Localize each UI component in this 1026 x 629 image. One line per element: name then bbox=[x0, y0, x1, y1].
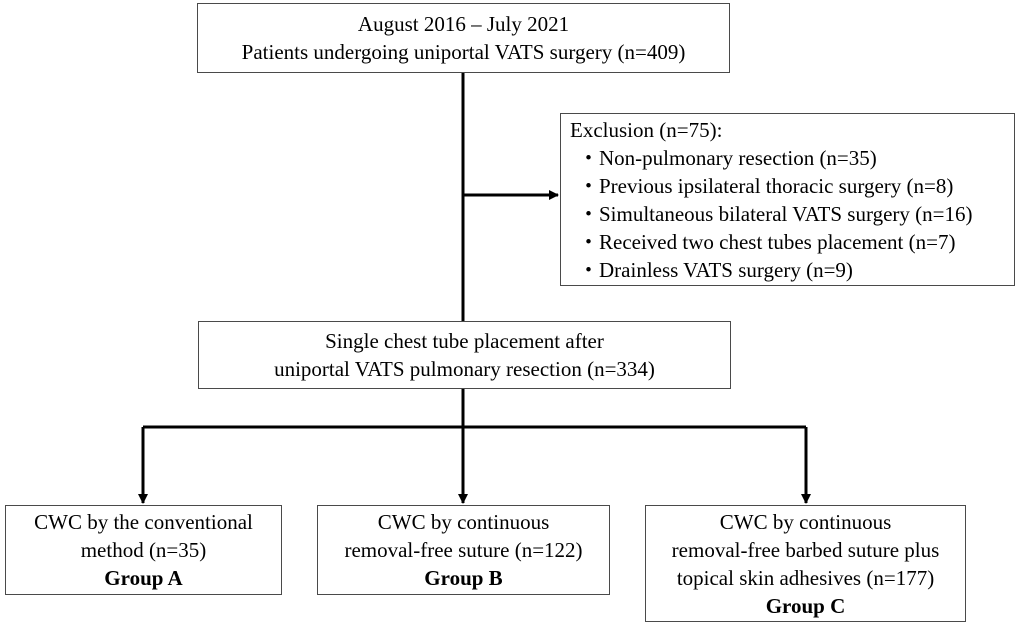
group-a-line-2: method (n=35) bbox=[80, 538, 207, 562]
start-line-1: August 2016 – July 2021 bbox=[357, 12, 570, 36]
group-a-label: Group A bbox=[104, 566, 183, 590]
exclusion-item: ・Non-pulmonary resection (n=35) bbox=[578, 145, 877, 170]
exclusion-item: ・Drainless VATS surgery (n=9) bbox=[578, 257, 853, 282]
group-b-line-2: removal-free suture (n=122) bbox=[344, 538, 583, 562]
exclusion-box: Exclusion (n=75): ・Non-pulmonary resecti… bbox=[560, 113, 1015, 286]
group-b-label: Group B bbox=[424, 566, 503, 590]
group-c-line-3: topical skin adhesives (n=177) bbox=[676, 565, 935, 590]
group-c-label: Group C bbox=[765, 593, 846, 618]
group-b-line-1: CWC by continuous bbox=[377, 510, 550, 534]
exclusion-item: ・Previous ipsilateral thoracic surgery (… bbox=[578, 173, 954, 198]
start-box: August 2016 – July 2021 Patients undergo… bbox=[197, 3, 730, 73]
group-b-box: CWC by continuous removal-free suture (n… bbox=[317, 505, 610, 595]
group-a-line-1: CWC by the conventional bbox=[34, 510, 253, 534]
exclusion-title: Exclusion (n=75): bbox=[570, 117, 723, 142]
middle-box: Single chest tube placement after unipor… bbox=[198, 321, 731, 389]
group-c-box: CWC by continuous removal-free barbed su… bbox=[645, 505, 966, 622]
group-a-box: CWC by the conventional method (n=35) Gr… bbox=[5, 505, 282, 595]
middle-line-1: Single chest tube placement after bbox=[325, 329, 604, 353]
middle-line-2: uniportal VATS pulmonary resection (n=33… bbox=[274, 357, 655, 381]
start-line-2: Patients undergoing uniportal VATS surge… bbox=[241, 40, 686, 64]
group-c-line-1: CWC by continuous bbox=[719, 509, 892, 534]
exclusion-item: ・Simultaneous bilateral VATS surgery (n=… bbox=[578, 201, 973, 226]
exclusion-item: ・Received two chest tubes placement (n=7… bbox=[578, 229, 956, 254]
group-c-line-2: removal-free barbed suture plus bbox=[671, 537, 940, 562]
